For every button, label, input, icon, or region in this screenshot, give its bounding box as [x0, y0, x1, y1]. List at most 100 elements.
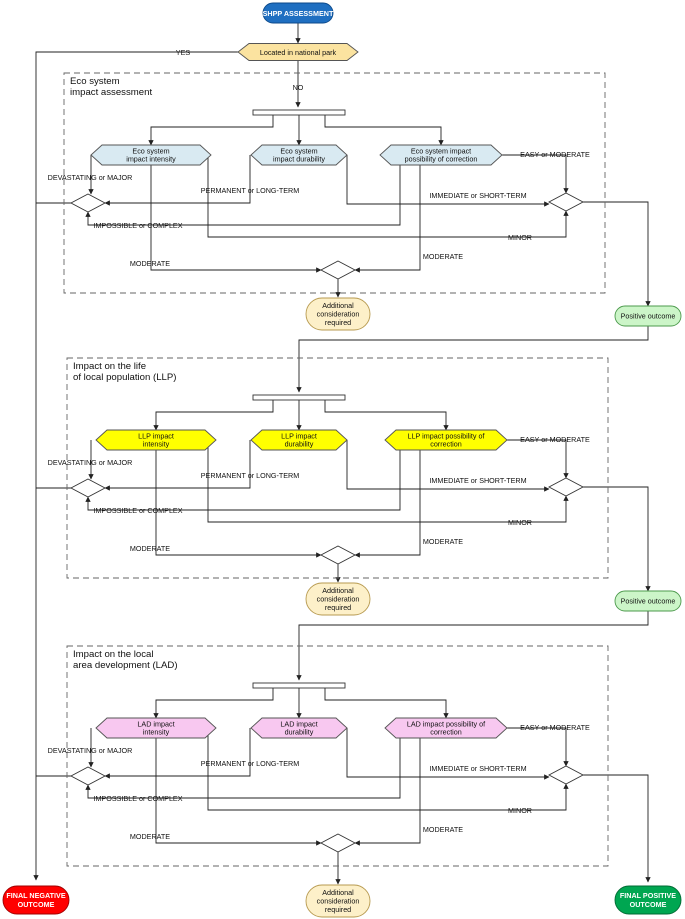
label-impossible: IMPOSSIBLE or COMPLEX [93, 794, 182, 803]
edge-easy [507, 727, 569, 767]
edge-moderate-left [150, 165, 322, 273]
group-title: Impact on the life [73, 361, 146, 372]
label-easy: EASY or MODERATE [520, 435, 590, 444]
edge-fork-to-correction [324, 688, 449, 719]
negative-merge-diamond [70, 478, 106, 498]
correction-node-label-line: correction [430, 728, 462, 737]
label-devastating: DEVASTATING or MAJOR [48, 173, 133, 182]
label-moderate-left: MODERATE [130, 544, 170, 553]
positive-outcome [614, 590, 682, 612]
additional-consideration-label-line: consideration [317, 310, 360, 319]
edge-fork-to-intensity [153, 400, 274, 431]
correction-node [384, 429, 508, 451]
correction-node [379, 144, 503, 166]
intensity-node-label-line: intensity [143, 728, 170, 737]
edge-moderate-right [354, 450, 421, 558]
edge-minor [207, 440, 569, 523]
edge-immediate [346, 440, 550, 492]
durability-node-label-line: impact durability [273, 155, 325, 164]
correction-node-label-line: Eco system impact [411, 146, 471, 155]
edge-to-final-positive [583, 774, 651, 883]
label-easy: EASY or MODERATE [520, 150, 590, 159]
positive-outcome-label: Positive outcome [621, 312, 676, 321]
additional-consideration-label-line: consideration [317, 595, 360, 604]
group-box-lad [66, 645, 609, 867]
group-title: area development (LAD) [73, 660, 178, 671]
edge-permanent [104, 728, 251, 779]
edge-impossible [85, 165, 401, 226]
no-label: NO [293, 83, 304, 92]
negative-merge-diamond [70, 193, 106, 213]
additional-consideration-label-line: required [325, 318, 351, 327]
positive-outcome [614, 305, 682, 327]
label-minor: MINOR [508, 233, 532, 242]
correction-node [384, 717, 508, 739]
positive-merge-diamond [548, 765, 584, 785]
label-permanent: PERMANENT or LONG-TERM [201, 759, 300, 768]
edge-moderate-right [354, 738, 421, 846]
edge-to-positive-outcome [583, 486, 651, 592]
label-immediate: IMMEDIATE or SHORT-TERM [429, 764, 526, 773]
label-moderate-right: MODERATE [423, 537, 463, 546]
additional-consideration [305, 297, 371, 331]
edge-positive-to-next-fork [296, 326, 649, 393]
label-immediate: IMMEDIATE or SHORT-TERM [429, 191, 526, 200]
additional-consideration [305, 884, 371, 918]
edge-impossible [85, 738, 401, 799]
durability-node-label-line: LLP impact [281, 431, 317, 440]
final-positive-label: OUTCOME [630, 900, 667, 909]
fork-bar [252, 394, 346, 401]
additional-merge-diamond [320, 833, 356, 853]
edge-yes-to-final-negative [33, 51, 238, 881]
edge-fork-to-intensity [153, 688, 274, 719]
additional-consideration-label-line: Additional [322, 586, 354, 595]
additional-merge-diamond [320, 545, 356, 565]
group-title: Impact on the local [73, 649, 154, 660]
edge-fork-to-correction [324, 115, 444, 146]
additional-consideration-label-line: Additional [322, 888, 354, 897]
label-devastating: DEVASTATING or MAJOR [48, 458, 133, 467]
edge-fork-to-intensity [148, 115, 274, 146]
positive-merge-diamond [548, 192, 584, 212]
correction-node-label-line: possibility of correction [405, 155, 478, 164]
edge-permanent [104, 155, 251, 206]
negative-merge-diamond [70, 766, 106, 786]
intensity-node [90, 144, 212, 166]
edge-impossible [85, 450, 401, 511]
intensity-node-label-line: LAD impact [137, 719, 174, 728]
durability-node-label-line: durability [285, 728, 314, 737]
additional-consideration-label-line: required [325, 905, 351, 914]
final-negative-label: FINAL NEGATIVE [6, 891, 65, 900]
group-title: Eco system [70, 76, 120, 87]
label-minor: MINOR [508, 806, 532, 815]
yes-label: YES [176, 48, 191, 57]
intensity-node-label-line: impact intensity [126, 155, 176, 164]
decision-national-park [237, 43, 359, 61]
correction-node-label-line: LAD impact possibility of [407, 719, 485, 728]
intensity-node-label-line: intensity [143, 440, 170, 449]
label-immediate: IMMEDIATE or SHORT-TERM [429, 476, 526, 485]
intensity-node-label-line: LLP impact [138, 431, 174, 440]
additional-consideration-label-line: Additional [322, 301, 354, 310]
edge-moderate-left [155, 738, 322, 846]
final-positive-label: FINAL POSITIVE [620, 891, 676, 900]
edge-minor [207, 155, 569, 238]
edge-immediate [346, 728, 550, 780]
correction-node-label-line: LLP impact possibility of [408, 431, 485, 440]
additional-consideration [305, 582, 371, 616]
durability-node-label-line: durability [285, 440, 314, 449]
edge-fork-to-correction [324, 400, 449, 431]
edge-easy [502, 154, 569, 194]
decision-national-park-label: Located in national park [260, 48, 337, 57]
durability-node-label-line: LAD impact [280, 719, 317, 728]
additional-merge-diamond [320, 260, 356, 280]
intensity-node [95, 717, 217, 739]
edge-moderate-right [354, 165, 421, 273]
label-impossible: IMPOSSIBLE or COMPLEX [93, 506, 182, 515]
group-title: impact assessment [70, 87, 152, 98]
label-moderate-left: MODERATE [130, 832, 170, 841]
label-permanent: PERMANENT or LONG-TERM [201, 186, 300, 195]
label-moderate-left: MODERATE [130, 259, 170, 268]
